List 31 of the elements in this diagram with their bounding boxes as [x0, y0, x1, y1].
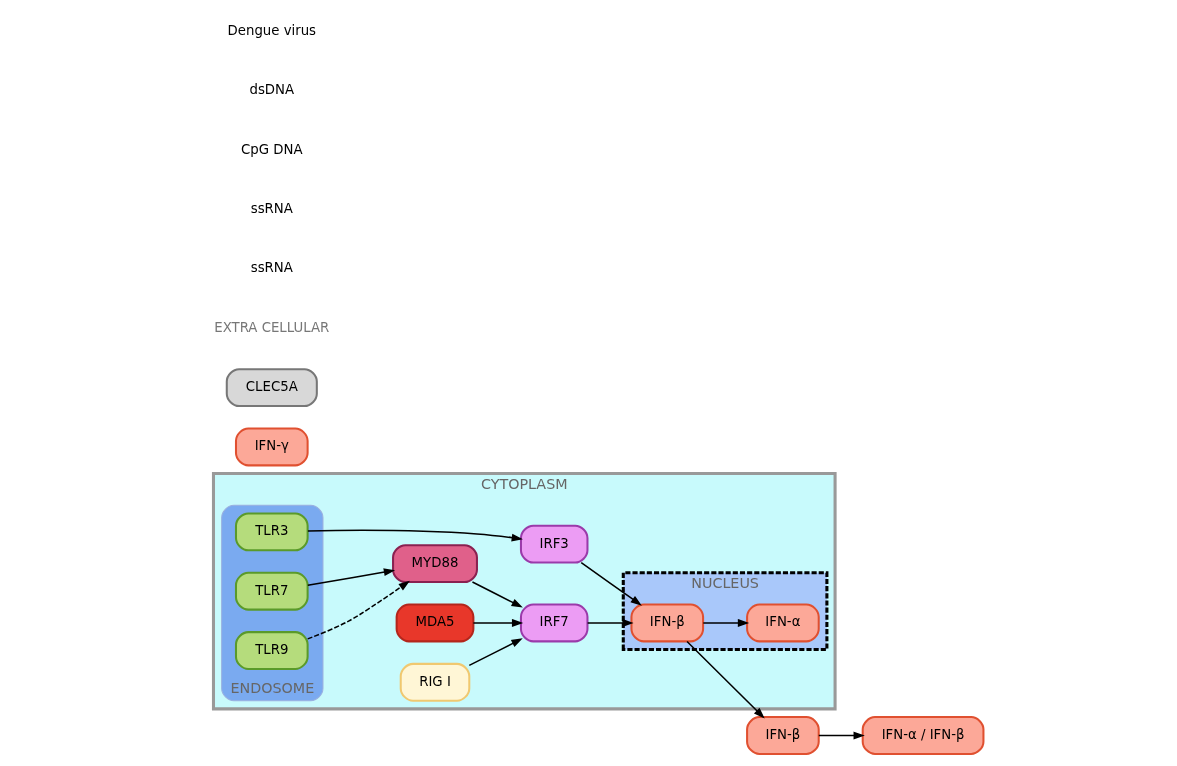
node-box: IFN-α / IFN-β	[861, 715, 984, 755]
node-box: RIG I	[399, 662, 470, 702]
label: dsDNA	[248, 81, 294, 97]
node-box: TLR9	[234, 630, 309, 670]
node-box: IFN-β	[629, 603, 704, 642]
node-box: MDA5	[395, 603, 474, 642]
arrow	[468, 637, 523, 666]
arrow	[306, 567, 395, 586]
node-box: TLR7	[234, 571, 309, 611]
arrow	[702, 618, 749, 627]
arrow	[306, 580, 410, 640]
node-box: IRF7	[519, 603, 588, 642]
label: ssRNA	[250, 259, 293, 275]
arrow	[817, 731, 865, 739]
arrow	[586, 618, 634, 627]
arrow	[685, 640, 765, 718]
label: CpG DNA	[240, 141, 303, 157]
node-box: IFN-γ	[234, 427, 309, 466]
label: Dengue virus	[227, 22, 316, 38]
label: ssRNA	[250, 200, 293, 216]
label: EXTRA CELLULAR	[213, 319, 329, 335]
arrow	[471, 580, 523, 608]
arrow	[472, 618, 523, 627]
node-box: IFN-α	[745, 603, 820, 642]
node-box: MYD88	[391, 543, 478, 583]
arrow	[306, 529, 523, 542]
node-box: TLR3	[234, 511, 309, 551]
node-box: IRF3	[519, 524, 588, 564]
node-box: IFN-β	[745, 715, 820, 755]
node-box: CLEC5A	[225, 367, 318, 407]
arrow	[580, 561, 642, 606]
